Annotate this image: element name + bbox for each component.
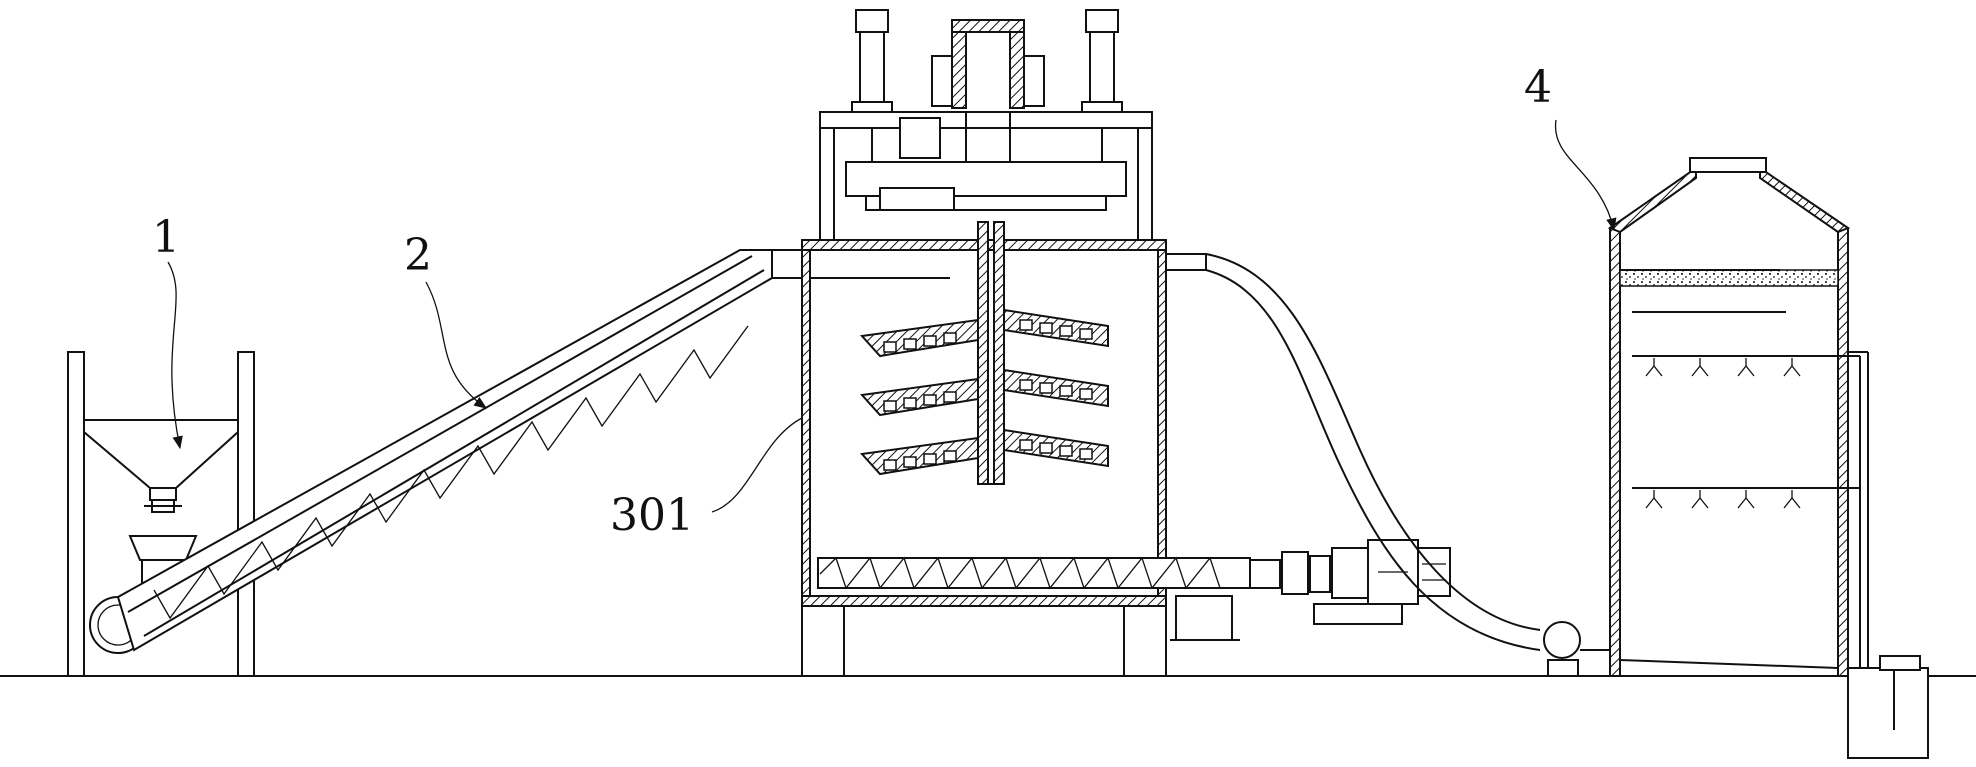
feed-hopper-assembly bbox=[67, 351, 255, 677]
exhaust-duct bbox=[1205, 253, 1610, 677]
label-conveyor: 2 bbox=[404, 230, 432, 281]
reference-labels: 1 2 301 4 bbox=[152, 62, 1617, 541]
screw-drive-motor bbox=[1249, 539, 1451, 625]
scrubber-tower bbox=[1607, 157, 1929, 759]
inclined-screw-conveyor bbox=[89, 249, 950, 654]
label-hopper: 1 bbox=[152, 212, 180, 263]
label-tank: 301 bbox=[610, 490, 694, 541]
top-drive-frame bbox=[819, 9, 1153, 241]
label-tower: 4 bbox=[1524, 62, 1552, 113]
mixing-tank bbox=[801, 221, 1251, 677]
